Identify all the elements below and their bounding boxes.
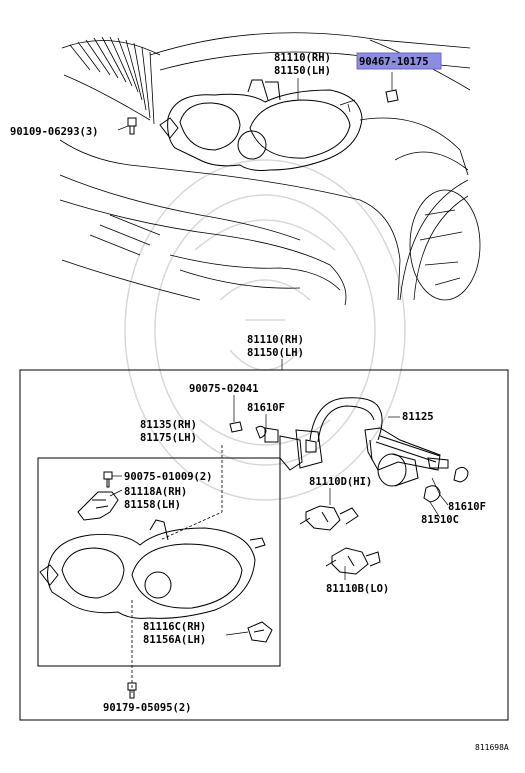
label-90179: 90179-05095(2): [103, 702, 192, 714]
bottom-leaders: [109, 395, 449, 636]
wire-harness-81125: [264, 397, 449, 487]
inner-headlamp-housing: [39, 519, 266, 619]
label-top-81110: 81110(RH): [274, 52, 331, 64]
outer-assembly-box: [19, 369, 509, 721]
highlight-box: [356, 52, 442, 70]
label-top-90467[interactable]: 90467-10175: [359, 56, 429, 68]
car-front-illustration: [59, 32, 481, 306]
bolt-90075-02041: [229, 421, 243, 433]
label-box-81150: 81150(LH): [247, 347, 304, 359]
dashed-alignment-lines: [131, 445, 223, 695]
label-81610f-b: 81610F: [448, 501, 486, 513]
clip-81116c: [247, 621, 273, 643]
diagram-id: 811698A: [475, 743, 509, 752]
leader-top-90109: [117, 125, 129, 131]
inner-housing-box: [37, 457, 281, 667]
label-81135: 81135(RH): [140, 419, 197, 431]
bulb-81610f-small: [255, 425, 267, 439]
label-81610f-a: 81610F: [247, 402, 285, 414]
label-81158: 81158(LH): [124, 499, 181, 511]
label-81116c: 81116C(RH): [143, 621, 206, 633]
bulb-81110b-lo: [325, 547, 381, 575]
bulb-81610f: [453, 466, 469, 483]
bracket-81118a: [77, 491, 119, 521]
label-81110b: 81110B(LO): [326, 583, 389, 595]
label-top-81150: 81150(LH): [274, 65, 331, 77]
screw-90075-01009: [103, 471, 113, 488]
label-90075-01009: 90075-01009(2): [124, 471, 213, 483]
label-90075-02041: 90075-02041: [189, 383, 259, 395]
bulb-81510c: [423, 485, 441, 503]
label-81175: 81175(LH): [140, 432, 197, 444]
label-81156a: 81156A(LH): [143, 634, 206, 646]
label-81118a: 81118A(RH): [124, 486, 187, 498]
label-81110d: 81110D(HI): [309, 476, 372, 488]
bulb-81110d-hi: [299, 505, 359, 531]
label-81125: 81125: [402, 411, 434, 423]
watermark-emblem: [124, 159, 406, 501]
label-top-90109: 90109-06293(3): [10, 126, 99, 138]
screw-90179-05095: [127, 682, 137, 699]
label-box-81110: 81110(RH): [247, 334, 304, 346]
top-headlamp-assembly: [159, 79, 363, 171]
label-81510c: 81510C: [421, 514, 459, 526]
top-fasteners: [127, 89, 399, 135]
